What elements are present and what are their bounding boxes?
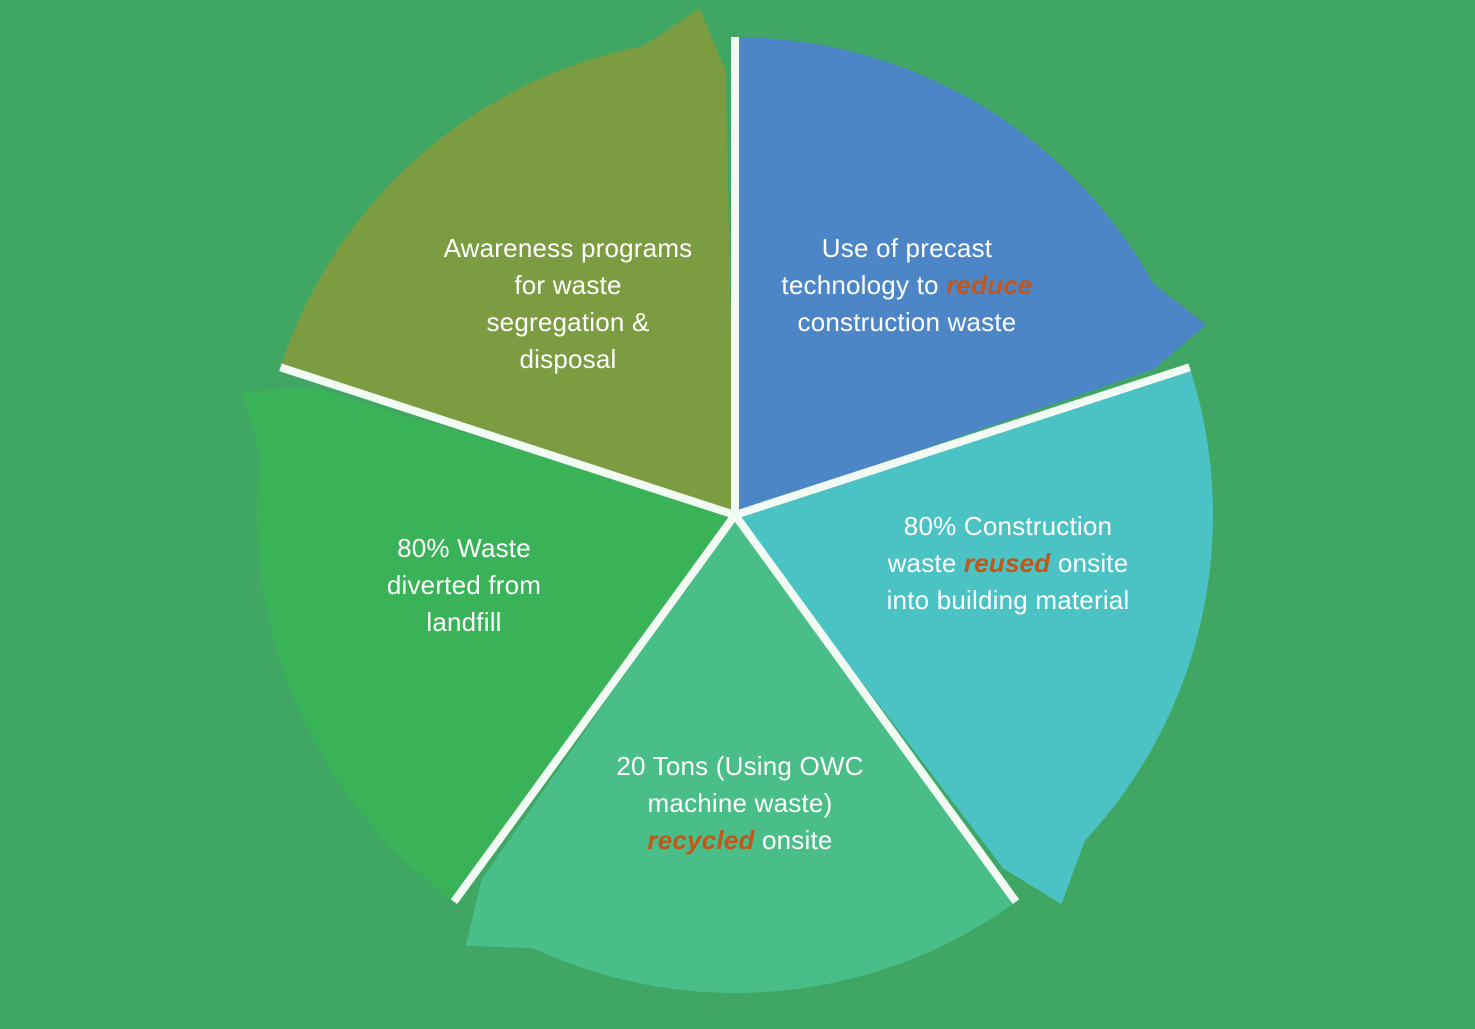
label-text: Use of precast technology to (781, 233, 993, 300)
segment-waste-diverted-wedge (242, 386, 735, 902)
divider-upper-left (279, 363, 737, 519)
segment-awareness-wedge (280, 8, 735, 515)
segment-label-awareness: Awareness programs for waste segregation… (442, 230, 694, 378)
label-text: onsite (754, 824, 833, 855)
segment-label-waste-recycled: 20 Tons (Using OWC machine waste) recycl… (616, 748, 864, 859)
label-text: 80% Construction waste (887, 511, 1113, 578)
label-text: 20 Tons (Using OWC machine waste) (616, 751, 864, 818)
divider-lower-right (731, 512, 1020, 905)
segment-dividers (279, 37, 1191, 905)
segment-label-waste-reused: 80% Construction waste reused onsite int… (882, 508, 1134, 619)
label-text: Awareness programs for waste segregation… (443, 233, 693, 374)
segment-label-precast-reduce: Use of precast technology to reduce cons… (776, 230, 1038, 341)
segment-precast-reduce-wedge (735, 36, 1206, 515)
label-highlight-recycled: recycled (647, 824, 755, 855)
divider-upper-right (733, 363, 1191, 519)
label-text: construction waste (797, 306, 1017, 337)
divider-lower-left (450, 512, 739, 905)
label-highlight-reduce: reduce (946, 269, 1033, 300)
label-highlight-reused: reused (963, 547, 1051, 578)
segment-label-waste-diverted: 80% Waste diverted from landfill (358, 530, 570, 641)
label-text: 80% Waste diverted from landfill (386, 533, 542, 637)
segment-waste-reused-wedge (735, 367, 1213, 905)
segment-waste-recycled-wedge (465, 515, 1016, 993)
label-text: onsite into building material (886, 547, 1130, 615)
